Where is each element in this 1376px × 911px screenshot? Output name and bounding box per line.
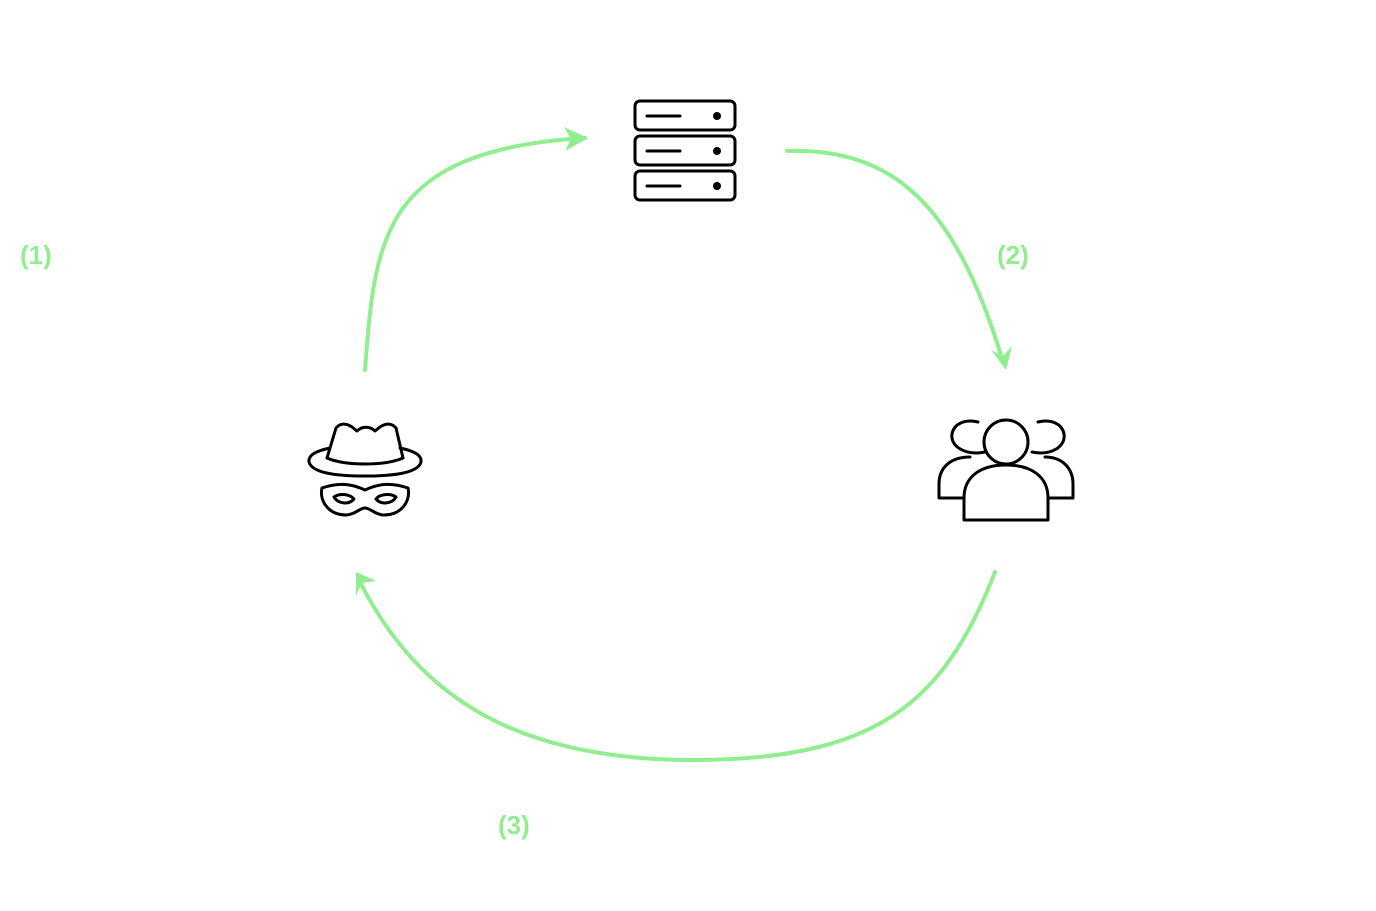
server-stack-icon	[633, 99, 737, 202]
arrow-path	[358, 570, 997, 763]
step-label-1: (1)	[20, 240, 52, 270]
arrow-server-to-users	[785, 148, 1012, 370]
arrow-users-to-attacker	[356, 570, 997, 763]
users-group-icon	[937, 418, 1075, 522]
spy-hat-mask-icon	[307, 422, 423, 517]
step-label-2: (2)	[997, 240, 1029, 270]
arrowhead	[564, 127, 588, 151]
step-label-3: (3)	[498, 810, 530, 840]
arrowhead	[356, 572, 376, 596]
arrow-attacker-to-server	[363, 127, 588, 372]
arrow-path	[785, 148, 1005, 364]
arrow-path	[363, 136, 587, 372]
arrowhead	[991, 346, 1012, 370]
